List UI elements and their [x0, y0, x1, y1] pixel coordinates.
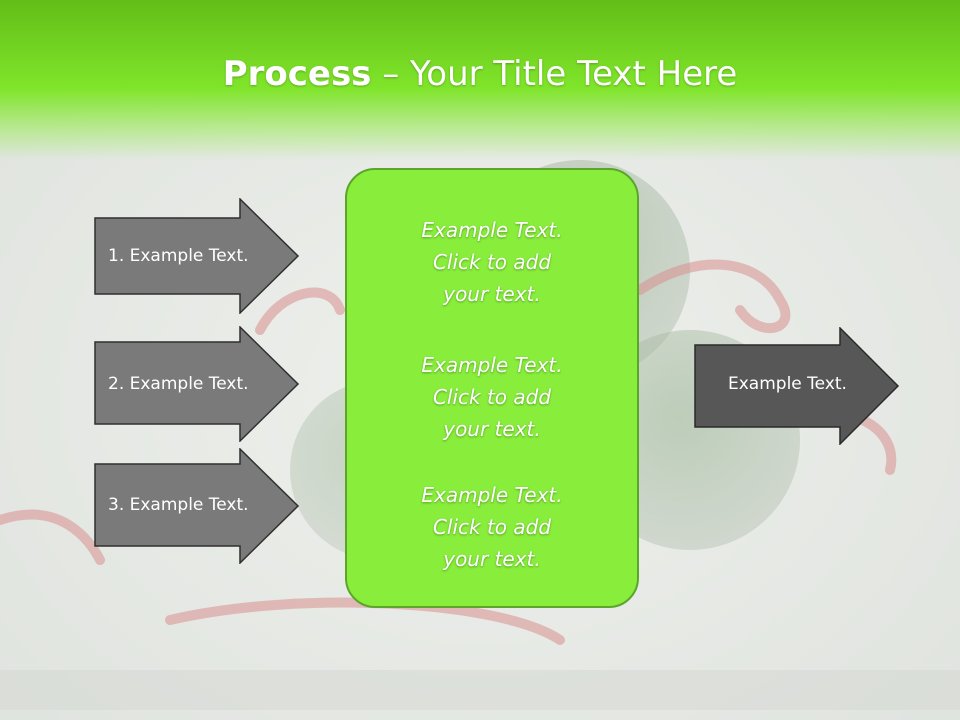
title-rest: – Your Title Text Here — [371, 54, 738, 94]
title-bold: Process — [222, 54, 372, 94]
right-arrow-label: Example Text. — [728, 374, 847, 394]
center-block-1-line-2: Click to add — [432, 250, 552, 274]
ribbon-shape — [0, 509, 105, 565]
center-block-1-line-1: Example Text. — [421, 218, 563, 242]
center-block-3-line-3: your text. — [443, 547, 541, 571]
center-text-block-2: Example Text. Click to add your text. — [347, 349, 637, 445]
center-block-2-line-1: Example Text. — [421, 353, 563, 377]
center-text-block-3: Example Text. Click to add your text. — [347, 479, 637, 575]
center-text-block-1: Example Text. Click to add your text. — [347, 214, 637, 310]
left-arrow-2[interactable] — [94, 326, 300, 442]
left-arrow-1-label: 1. Example Text. — [108, 246, 249, 266]
left-arrow-3[interactable] — [94, 448, 300, 564]
center-text-box[interactable]: Example Text. Click to add your text. Ex… — [345, 168, 639, 608]
left-arrow-2-label: 2. Example Text. — [108, 374, 249, 394]
left-arrow-3-label: 3. Example Text. — [108, 495, 249, 515]
ribbon-shape — [635, 259, 791, 333]
center-block-2-line-3: your text. — [443, 417, 541, 441]
right-arrow[interactable] — [694, 327, 900, 445]
center-block-3-line-2: Click to add — [432, 515, 552, 539]
center-block-1-line-3: your text. — [443, 282, 541, 306]
center-block-3-line-1: Example Text. — [421, 483, 563, 507]
left-arrow-1[interactable] — [94, 198, 300, 314]
slide-title: Process – Your Title Text Here — [0, 52, 960, 96]
center-block-2-line-2: Click to add — [432, 385, 552, 409]
title-band — [0, 0, 960, 160]
ribbon-shape — [255, 287, 345, 335]
